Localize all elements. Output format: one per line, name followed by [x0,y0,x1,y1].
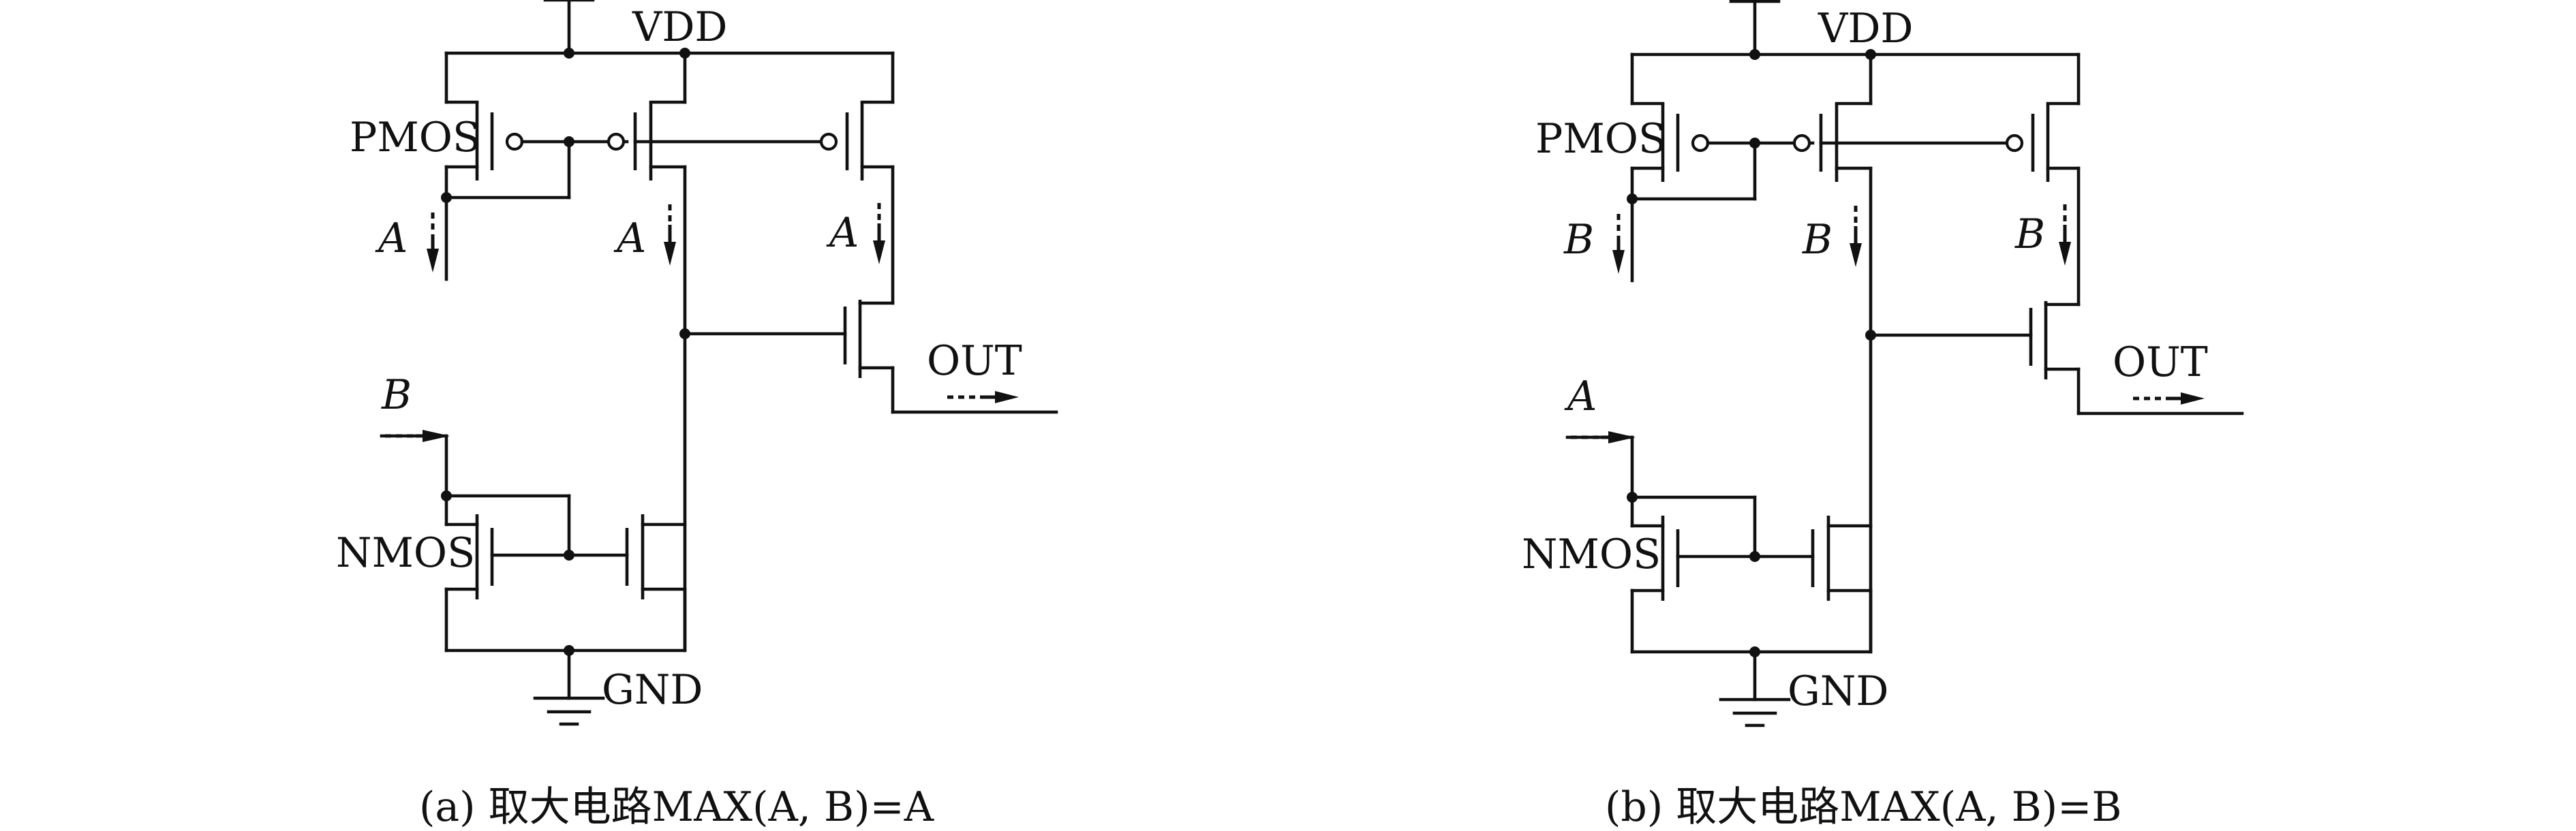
panel-a-out-label: OUT [927,337,1022,385]
panel-a-caption: (a) 取大电路MAX(A, B)=A [419,783,934,831]
panel-b-current-label-mid: B [1802,216,1833,264]
panel-b-current-label-right: B [2014,210,2045,258]
panel-b-pmos-label: PMOS [1535,115,1666,163]
panel-b-current-label-left: B [1563,216,1594,264]
panel-a-current-label-left: A [375,215,408,262]
panel-a-current-label-right: A [826,209,859,257]
panel-a-nmos-input-label: B [381,371,412,419]
panel-b-nmos-input-label: A [1564,373,1597,420]
panel-b-out-label: OUT [2113,339,2208,386]
panel-a: VDD PMOS A A A OUT B NMOS GND (a) 取大电路MA… [336,0,1056,831]
panel-a-pmos-label: PMOS [350,114,480,161]
panel-a-current-label-mid: A [613,215,646,262]
panel-a-gnd-label: GND [602,666,703,714]
panel-a-vdd-label: VDD [632,3,728,51]
panel-b-caption: (b) 取大电路MAX(A, B)=B [1605,783,2122,831]
panel-b-nmos-label: NMOS [1522,531,1661,578]
panel-b: VDD PMOS B B B OUT A NMOS GND (b) 取大电路MA… [1522,1,2242,831]
panel-b-vdd-label: VDD [1818,5,1914,52]
panel-b-gnd-label: GND [1788,668,1889,715]
panel-a-nmos-label: NMOS [336,529,475,577]
